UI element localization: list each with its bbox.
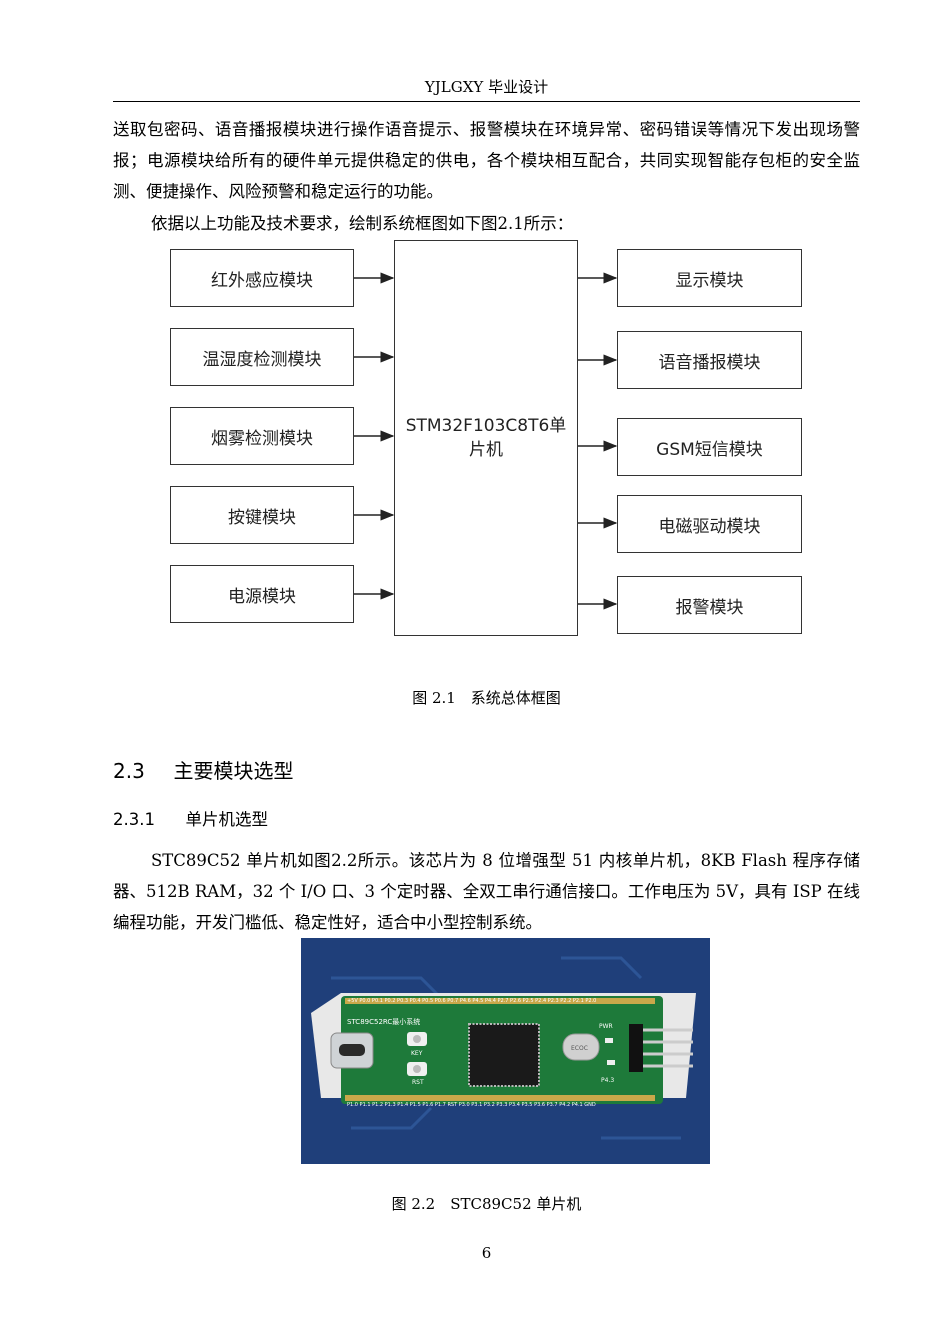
subsection-title: 单片机选型 bbox=[185, 810, 268, 829]
board-silk-label: STC89C52RC最小系统 bbox=[347, 1017, 420, 1026]
figure-2-1-caption: 图 2.1 系统总体框图 bbox=[412, 689, 561, 707]
output-module-electromagnet: 电磁驱动模块 bbox=[617, 495, 802, 553]
mcu-center-block: STM32F103C8T6单片机 bbox=[394, 240, 578, 636]
intro-paragraph: 送取包密码、语音播报模块进行操作语音提示、报警模块在环境异常、密码错误等情况下发… bbox=[113, 120, 860, 201]
pwr-label: PWR bbox=[599, 1023, 613, 1030]
output-module-voice: 语音播报模块 bbox=[617, 331, 802, 389]
mcu-label: STM32F103C8T6单片机 bbox=[405, 416, 567, 460]
section-number: 2.3 bbox=[113, 759, 145, 783]
intro-paragraph-2: 依据以上功能及技术要求，绘制系统框图如下图2.1所示： bbox=[151, 214, 574, 233]
diagram-arrows bbox=[354, 272, 618, 610]
subsection-number: 2.3.1 bbox=[113, 810, 155, 829]
p43-label: P4.3 bbox=[601, 1077, 614, 1084]
page-number: 6 bbox=[481, 1244, 492, 1262]
header-rule bbox=[113, 101, 860, 102]
section-title: 主要模块选型 bbox=[173, 759, 294, 783]
board-illustration: +5V P0.0 P0.1 P0.2 P0.3 P0.4 P0.5 P0.6 P… bbox=[301, 938, 710, 1164]
bottom-pin-labels: P1.0 P1.1 P1.2 P1.3 P1.4 P1.5 P1.6 P1.7 … bbox=[347, 1102, 596, 1108]
crystal-label: ECOC bbox=[571, 1045, 588, 1052]
stc89c52-board-photo: +5V P0.0 P0.1 P0.2 P0.3 P0.4 P0.5 P0.6 P… bbox=[301, 938, 710, 1164]
section-heading: 2.3 主要模块选型 bbox=[113, 755, 294, 784]
input-module-keys: 按键模块 bbox=[170, 486, 354, 544]
subsection-heading: 2.3.1 单片机选型 bbox=[113, 806, 268, 830]
input-module-infrared: 红外感应模块 bbox=[170, 249, 354, 307]
page-header: YJLGXY 毕业设计 bbox=[424, 78, 549, 96]
output-module-display: 显示模块 bbox=[617, 249, 802, 307]
input-module-temp-humidity: 温湿度检测模块 bbox=[170, 328, 354, 386]
top-pin-labels: +5V P0.0 P0.1 P0.2 P0.3 P0.4 P0.5 P0.6 P… bbox=[347, 998, 596, 1004]
figure-2-2-caption: 图 2.2 STC89C52 单片机 bbox=[391, 1195, 582, 1213]
rst-label: RST bbox=[412, 1079, 424, 1086]
body-paragraph: STC89C52 单片机如图2.2所示。该芯片为 8 位增强型 51 内核单片机… bbox=[113, 851, 860, 932]
input-module-smoke: 烟雾检测模块 bbox=[170, 407, 354, 465]
output-module-gsm: GSM短信模块 bbox=[617, 418, 802, 476]
output-module-alarm: 报警模块 bbox=[617, 576, 802, 634]
input-module-power: 电源模块 bbox=[170, 565, 354, 623]
key-label: KEY bbox=[411, 1050, 423, 1057]
